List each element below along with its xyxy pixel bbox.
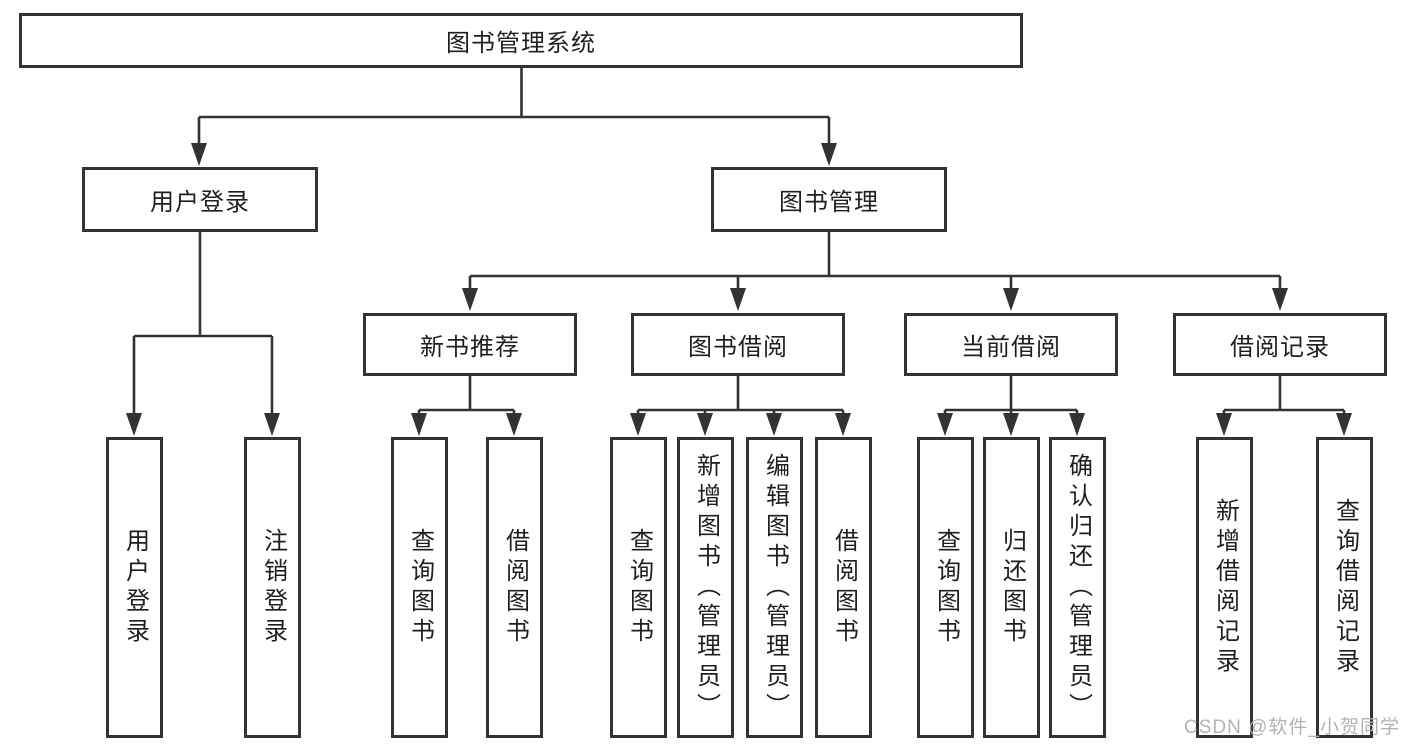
leaf-newbook-borrow-books: 借阅图书	[486, 437, 543, 738]
leaf-query-borrow-record: 查询借阅记录	[1316, 437, 1373, 738]
leaf-current-query-books: 查询图书	[917, 437, 974, 738]
node-user-login: 用户登录	[82, 167, 318, 232]
csdn-watermark: CSDN @软件_小贺同学	[1184, 717, 1400, 738]
leaf-borrow-books: 借阅图书	[815, 437, 872, 738]
leaf-add-borrow-record: 新增借阅记录	[1196, 437, 1253, 738]
connector-user-login-to-leaves	[126, 232, 280, 436]
connector-current-borrow-to-leaves	[937, 376, 1085, 436]
leaf-newbook-query-books: 查询图书	[391, 437, 448, 738]
node-book-borrow: 图书借阅	[631, 313, 845, 376]
node-new-book-recommend: 新书推荐	[363, 313, 577, 376]
node-book-management: 图书管理	[711, 167, 947, 232]
connector-borrow-records-to-leaves	[1216, 376, 1352, 436]
connector-root-to-level2	[191, 68, 837, 166]
leaf-borrow-query-books: 查询图书	[610, 437, 667, 738]
leaf-logout: 注销登录	[244, 437, 301, 738]
connector-book-management-to-level3	[462, 232, 1288, 311]
connector-book-borrow-to-leaves	[630, 376, 851, 436]
leaf-return-books: 归还图书	[983, 437, 1040, 738]
node-borrow-records: 借阅记录	[1173, 313, 1387, 376]
leaf-confirm-return-admin: 确认归还（管理员）	[1049, 437, 1106, 738]
leaf-edit-books-admin: 编辑图书（管理员）	[746, 437, 803, 738]
leaf-user-login: 用户登录	[106, 437, 163, 738]
node-library-system: 图书管理系统	[19, 13, 1023, 68]
node-current-borrow: 当前借阅	[904, 313, 1118, 376]
leaf-add-books-admin: 新增图书（管理员）	[677, 437, 734, 738]
connector-new-book-to-leaves	[411, 376, 522, 436]
